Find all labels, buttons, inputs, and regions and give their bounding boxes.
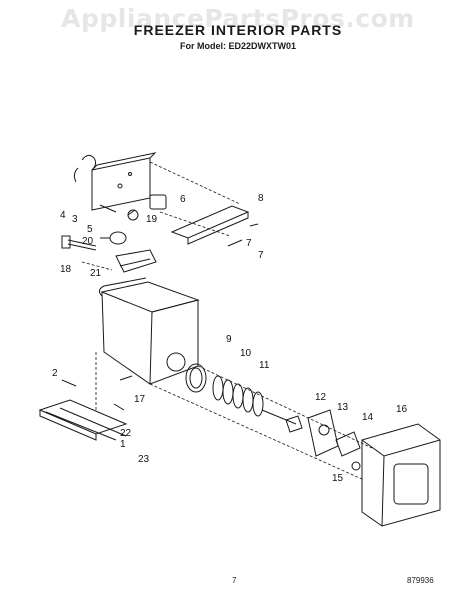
callout-9: 9: [226, 334, 232, 345]
callout-13: 13: [337, 402, 349, 413]
part-motor-housing: [361, 423, 441, 527]
callout-11: 11: [259, 360, 270, 371]
part-ice-bucket: [98, 277, 200, 385]
page-number: 7: [232, 576, 237, 585]
callout-19: 19: [146, 214, 158, 225]
part-panel: [170, 205, 250, 245]
callout-18: 18: [60, 264, 72, 275]
callout-4: 4: [60, 210, 66, 221]
part-switch: [127, 194, 167, 221]
model-line: For Model: ED22DWXTW01: [179, 41, 296, 51]
callout-12: 12: [315, 392, 327, 403]
part-auger-spring: [212, 375, 297, 425]
callout-23: 23: [138, 454, 150, 465]
callout-10: 10: [240, 348, 252, 359]
watermark: AppliancePartsPros.com: [61, 4, 415, 33]
callout-7: 7: [258, 250, 264, 261]
part-light-cover: [115, 249, 157, 273]
part-bracket: [73, 152, 157, 211]
callout-8: 8: [258, 193, 264, 204]
callout-labels: 1 2 3 4 5 6 7 8 9 10 11 12 13 14 15 16 1…: [52, 193, 408, 484]
part-harness: [61, 235, 97, 251]
callout-2: 2: [52, 368, 58, 379]
diagram-title: FREEZER INTERIOR PARTS: [133, 22, 343, 38]
part-light-bulb: [100, 231, 127, 245]
callout-3: 3: [72, 214, 78, 225]
callout-14: 14: [362, 412, 374, 423]
diagram-code: 879936: [407, 576, 434, 585]
callout-1: 1: [120, 439, 126, 450]
callout-20: 20: [82, 236, 94, 247]
callout-16: 16: [396, 404, 408, 415]
part-ice-chute: [38, 399, 128, 441]
callout-5: 5: [87, 224, 93, 235]
part-gasket: [185, 363, 207, 393]
part-coupler: [285, 415, 303, 433]
callout-7b: 7: [246, 238, 252, 249]
callout-17: 17: [134, 394, 146, 405]
callout-6: 6: [180, 194, 186, 205]
callout-21: 21: [90, 268, 102, 279]
callout-15: 15: [332, 473, 344, 484]
part-drive: [307, 409, 339, 457]
part-bearing: [335, 431, 361, 471]
callout-22: 22: [120, 428, 132, 439]
part-screws: [61, 204, 259, 411]
